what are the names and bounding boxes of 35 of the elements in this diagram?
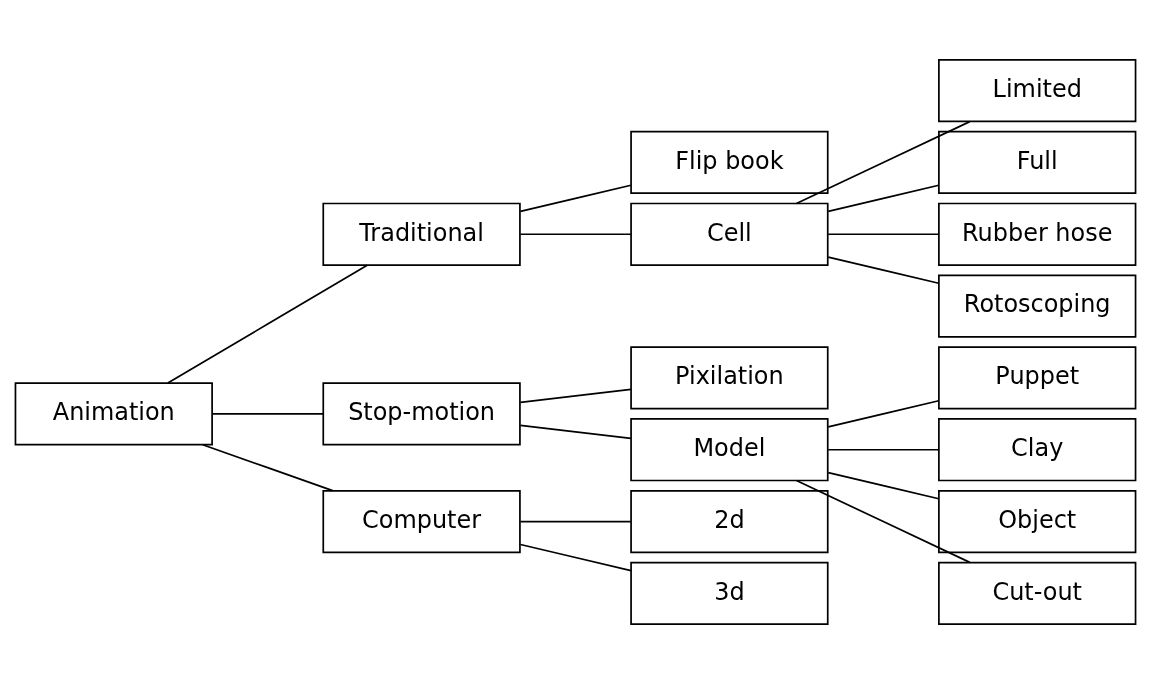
node-box: Clay xyxy=(938,418,1137,482)
node-box: Object xyxy=(938,489,1137,554)
node-box: Traditional xyxy=(322,202,521,266)
node-box: 3d xyxy=(630,561,829,625)
connector xyxy=(519,388,632,404)
connector xyxy=(519,520,632,523)
node-box: Stop-motion xyxy=(322,382,521,446)
connector xyxy=(519,233,632,236)
connector xyxy=(211,412,324,415)
connector xyxy=(795,120,971,205)
connector xyxy=(519,424,632,440)
node-box: Limited xyxy=(938,59,1137,123)
node-box: Animation xyxy=(14,382,213,446)
node-box: Model xyxy=(630,418,829,482)
connector xyxy=(827,471,940,500)
connector xyxy=(827,233,940,236)
node-box: 2d xyxy=(630,489,829,554)
connector xyxy=(519,543,632,572)
connector xyxy=(827,448,940,451)
node-box: Pixilation xyxy=(630,346,829,410)
node-box: Cell xyxy=(630,202,829,266)
node-box: Rubber hose xyxy=(938,202,1137,266)
node-box: Computer xyxy=(322,489,521,554)
connector xyxy=(166,264,369,384)
connector xyxy=(519,184,632,213)
node-box: Rotoscoping xyxy=(938,274,1137,338)
node-box: Puppet xyxy=(938,346,1137,410)
connector xyxy=(827,256,940,285)
connector xyxy=(201,443,334,492)
node-box: Flip book xyxy=(630,130,829,195)
connector xyxy=(827,399,940,428)
connector xyxy=(795,479,971,564)
node-box: Full xyxy=(938,130,1137,195)
node-box: Cut-out xyxy=(938,561,1137,625)
connector xyxy=(827,184,940,213)
